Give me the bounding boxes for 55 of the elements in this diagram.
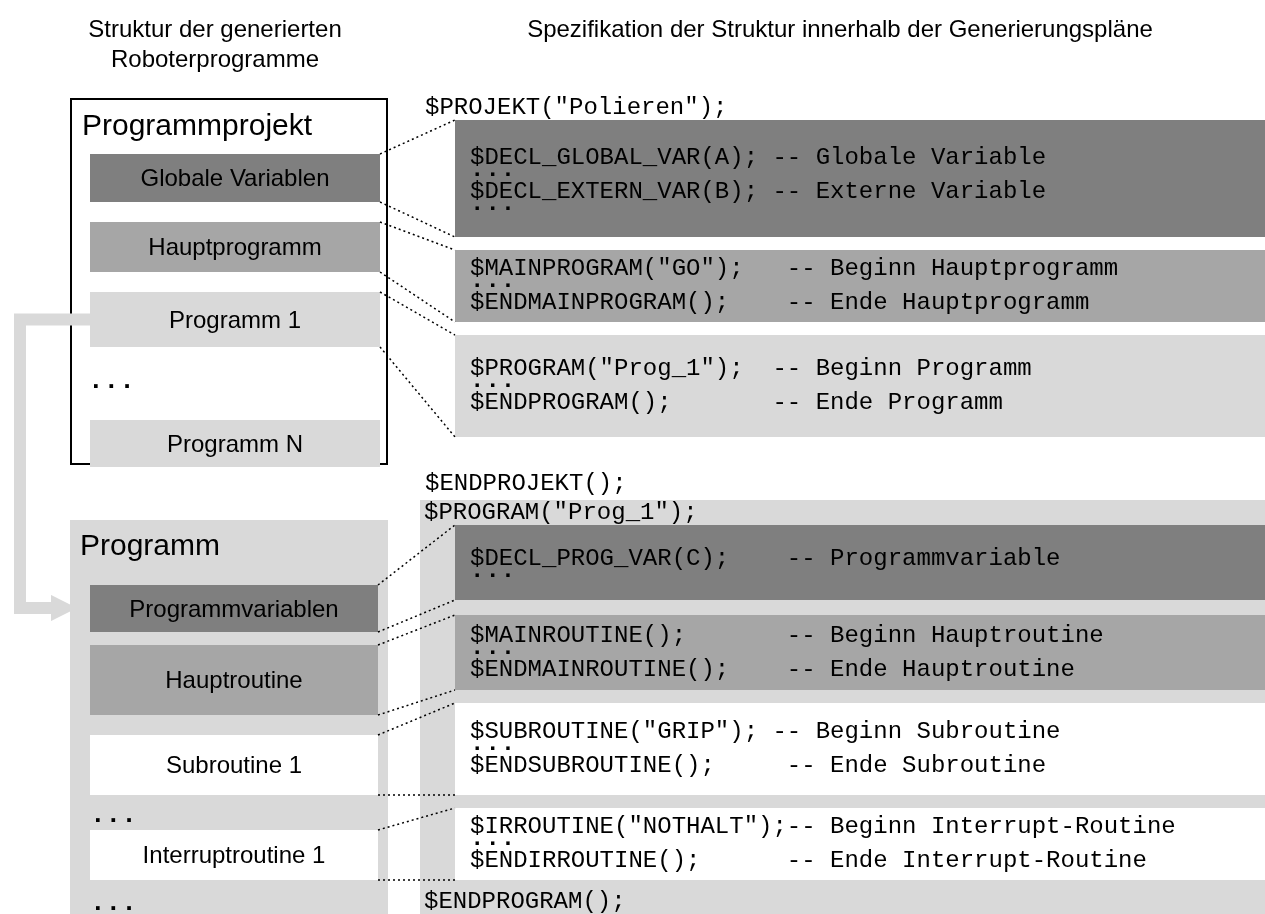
leader-line <box>377 599 456 633</box>
structure-box <box>90 222 380 272</box>
code-line: $PROJEKT("Polieren"); <box>425 94 728 121</box>
box-label: Programmvariablen <box>129 594 339 623</box>
code-block <box>455 703 1265 795</box>
code-block <box>455 250 1265 322</box>
ellipsis-mark: ... <box>88 366 135 396</box>
leader-line <box>379 291 456 336</box>
code-line: $PROGRAM("Prog_1"); <box>424 501 698 525</box>
code-line: $ENDSUBROUTINE(); -- Ende Subroutine <box>470 753 1048 779</box>
code-block <box>455 615 1265 690</box>
leader-line <box>377 614 456 646</box>
leader-line <box>377 689 456 716</box>
ellipsis-mark: ... <box>90 888 137 914</box>
box-label: Subroutine 1 <box>165 751 303 779</box>
code-block <box>455 808 1265 880</box>
box-label: Programm 1 <box>168 305 301 334</box>
structure-panel <box>70 520 388 914</box>
code-block <box>455 525 1265 600</box>
structure-box <box>90 420 380 467</box>
code-line: $ENDIRROUTINE(); -- Ende Interrupt-Routine <box>470 848 1148 874</box>
code-line: $ENDPROJEKT(); <box>425 470 627 497</box>
box-label: Hauptprogramm <box>148 233 322 261</box>
leader-line <box>377 794 456 796</box>
code-line: $ENDPROGRAM(); -- Ende Programm <box>470 390 1004 416</box>
structure-box <box>90 830 378 880</box>
box-label: Programm N <box>167 429 303 458</box>
box-label: Interruptroutine 1 <box>142 841 326 869</box>
leader-line <box>379 271 456 323</box>
leader-line <box>379 119 456 155</box>
leader-line <box>377 702 456 736</box>
leader-line <box>379 201 456 238</box>
structure-box <box>90 645 378 715</box>
code-block <box>455 335 1265 437</box>
leader-line <box>377 524 456 586</box>
box-label: Hauptroutine <box>165 666 303 694</box>
ellipsis-mark: ... <box>90 800 137 830</box>
structure-box <box>90 585 378 632</box>
panel-title: Programm <box>80 528 221 562</box>
code-line: $ENDMAINROUTINE(); -- Ende Hauptroutine <box>470 656 1076 683</box>
leader-line <box>377 879 456 881</box>
structure-box <box>90 292 380 347</box>
structure-box <box>90 154 380 202</box>
column-heading: Spezifikation der Struktur innerhalb der Generierungspläne <box>526 14 1154 44</box>
structure-panel <box>70 98 388 465</box>
code-line: $ENDPROGRAM(); <box>424 890 626 914</box>
column-heading: Struktur der generierten Roboterprogramme <box>87 14 343 74</box>
code-line: $ENDMAINPROGRAM(); -- Ende Hauptprogramm <box>470 290 1091 316</box>
arrow <box>14 313 90 622</box>
box-label: Globale Variablen <box>140 164 330 192</box>
code-block <box>455 120 1265 237</box>
structure-box <box>90 735 378 795</box>
panel-title: Programmprojekt <box>82 108 313 142</box>
code-panel <box>420 500 1265 914</box>
leader-line <box>379 346 456 438</box>
